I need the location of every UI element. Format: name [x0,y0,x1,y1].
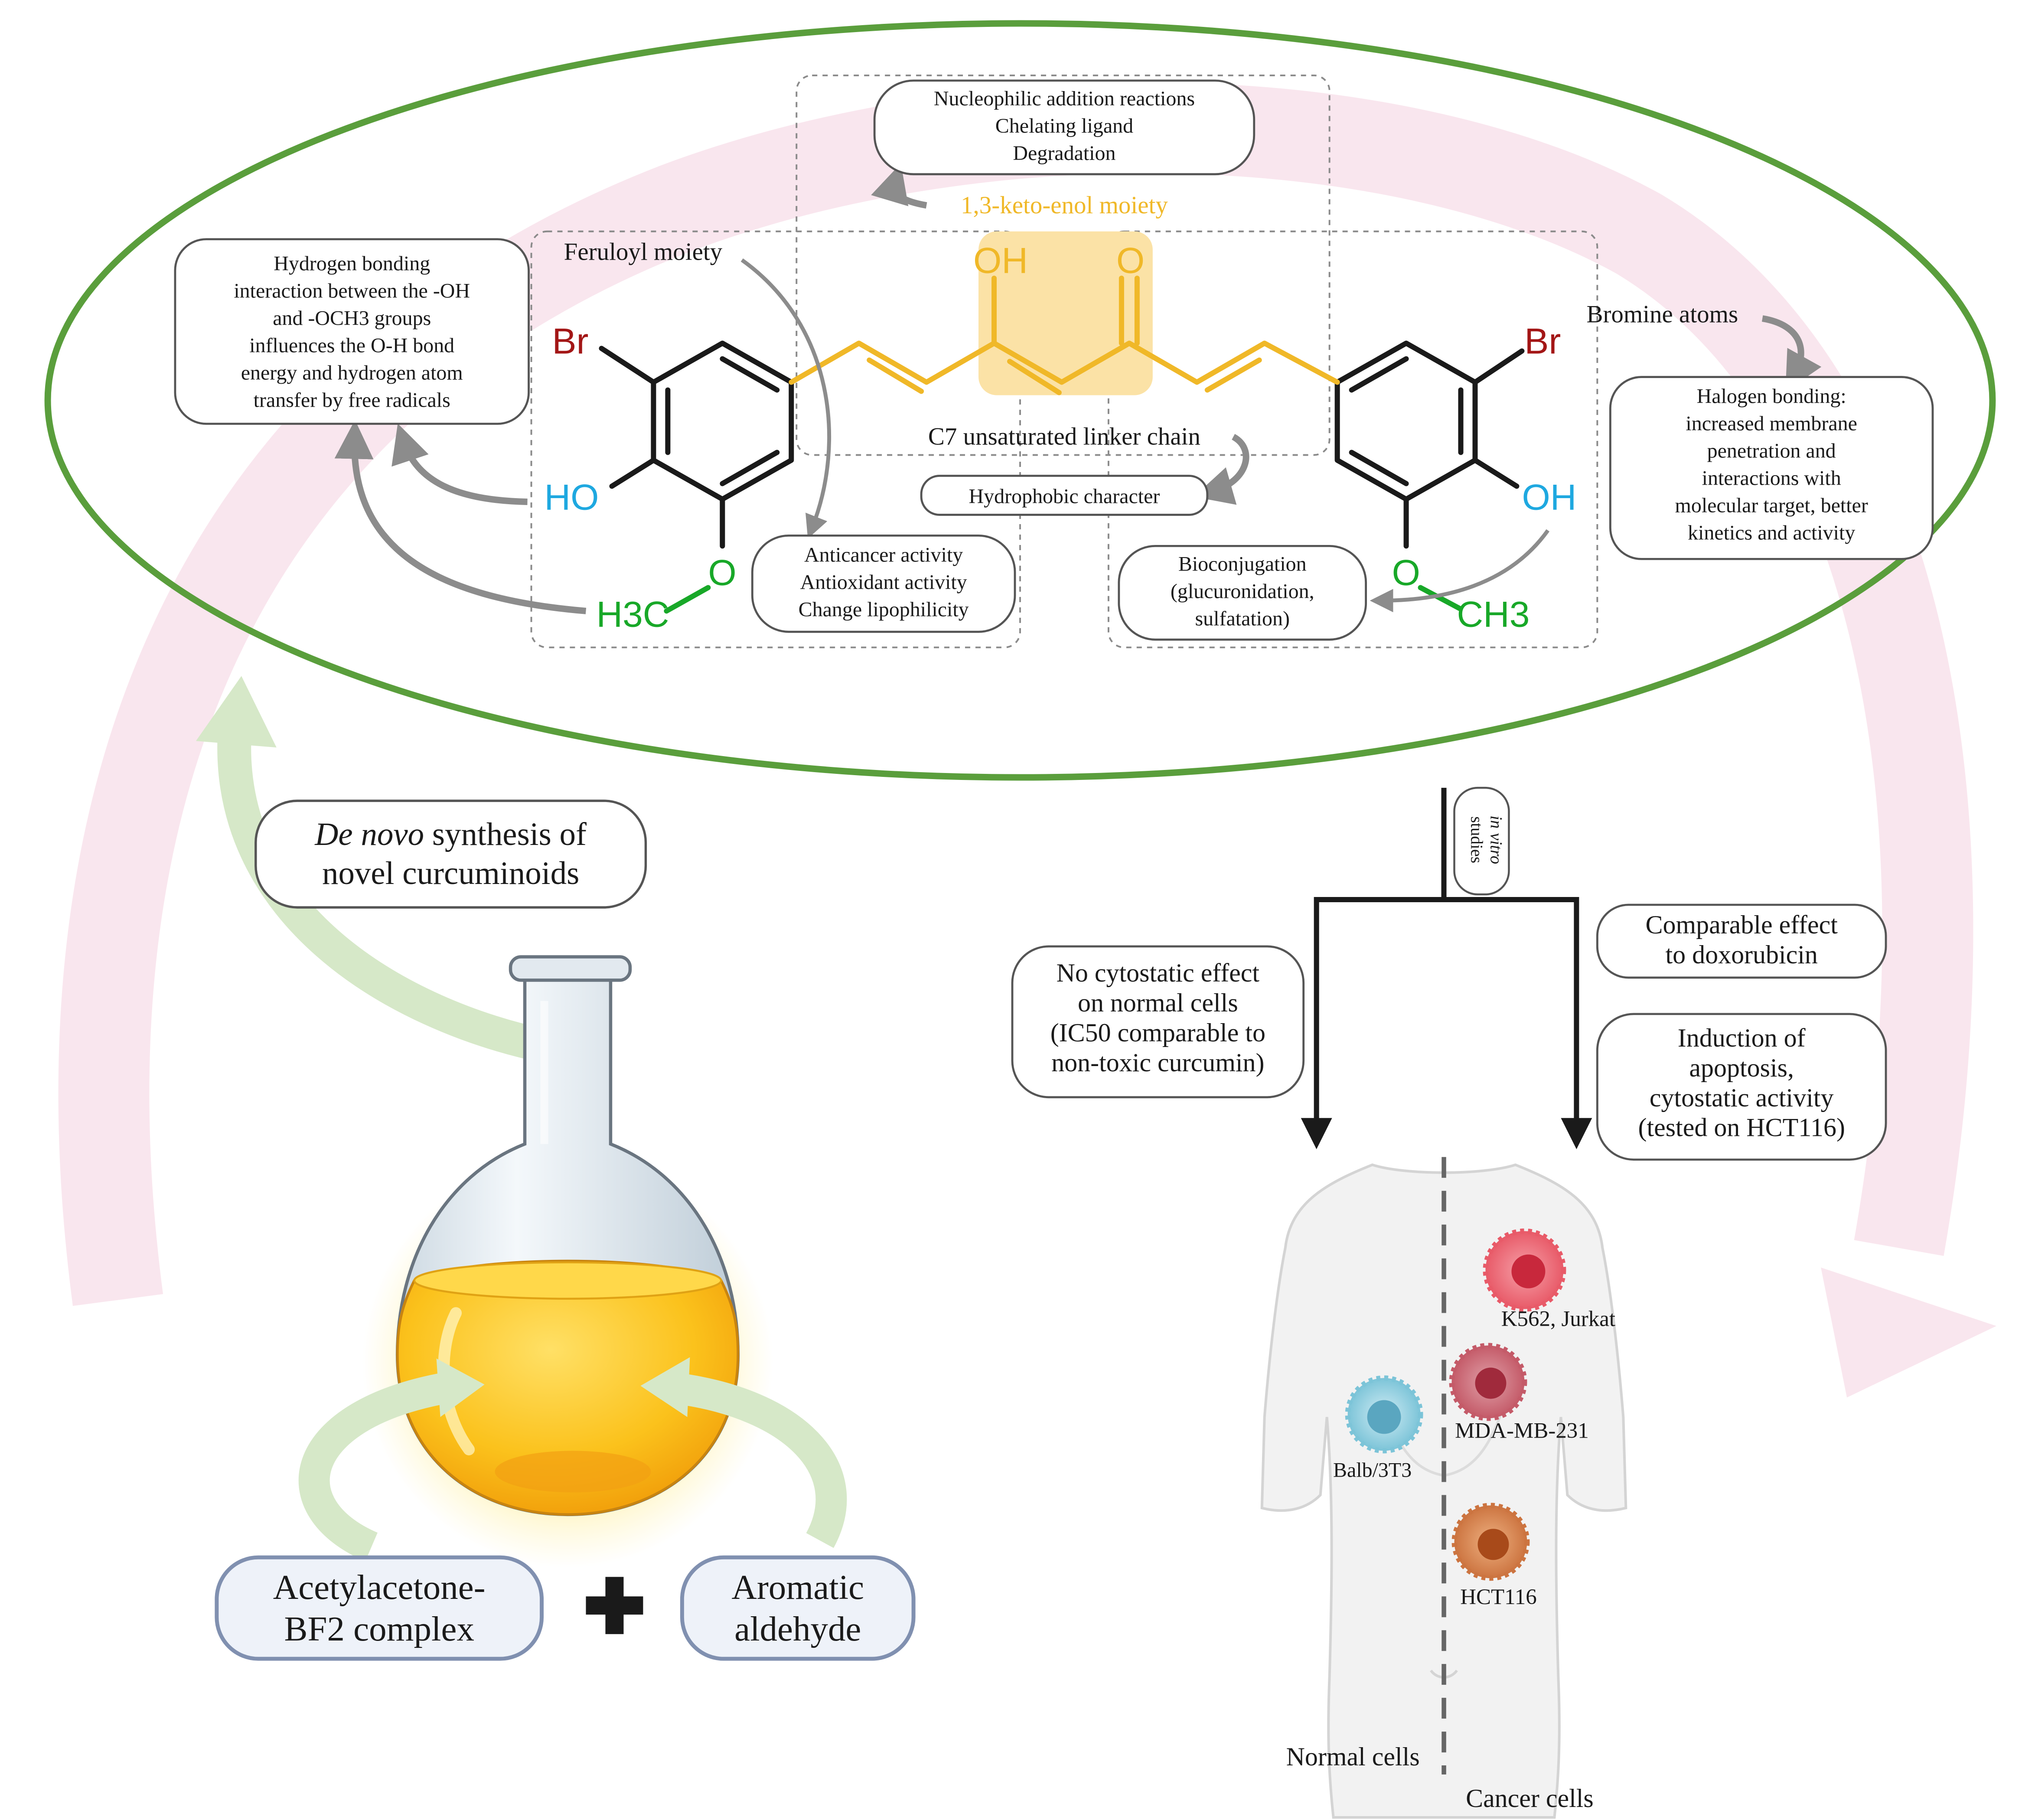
bioconjugation-line-3: sulfatation) [1195,607,1290,630]
round-bottom-flask [362,955,773,1568]
bioconjugation-line-1: Bioconjugation [1178,552,1307,575]
label-balb: Balb/3T3 [1333,1458,1412,1481]
no-cytostatic-line-4: non-toxic curcumin) [1051,1048,1264,1077]
label-k562: K562, Jurkat [1501,1307,1615,1331]
in-vitro-box: in vitro studies [1453,786,1510,896]
hbond-line-2: interaction between the -OH [234,280,470,303]
molecule-structure: Br Br OH O HO OH O O H3C CH3 [545,240,1577,635]
reagent-arrow-head-right [640,1357,690,1417]
arrow-head-normal [1301,1118,1332,1149]
hydroxyl-right: OH [1522,476,1576,517]
in-vitro-branch [1314,788,1579,1121]
label-cancer-cells: Cancer cells [1466,1784,1594,1813]
comparable-effect-box: Comparable effect to doxorubicin [1596,903,1887,979]
methyl-right: CH3 [1457,594,1530,634]
hydrogen-bonding-box: Hydrogen bonding interaction between the… [174,238,530,425]
molecule-ellipse [44,20,1996,781]
cell-balb [1345,1375,1423,1454]
no-cytostatic-line-1: No cytostatic effect [1057,959,1260,987]
enol-oh: OH [973,240,1028,281]
right-feruloyl-region [1107,230,1598,649]
anticancer-line-3: Change lipophilicity [799,598,969,621]
reagent-arrows [298,1373,847,1562]
comparable-line-1: Comparable effect [1645,910,1838,939]
reagent-aldehyde-box: Aromatic aldehyde [680,1555,916,1661]
reagent2-line-2: aldehyde [734,1609,861,1648]
reagent1-line-1: Acetylacetone- [273,1568,486,1607]
hbond-line-4: influences the O-H bond [249,334,454,357]
nucleophilic-box: Nucleophilic addition reactions Chelatin… [873,79,1256,176]
plus-icon [586,1577,643,1634]
label-mda: MDA-MB-231 [1455,1419,1589,1443]
bromine-right: Br [1524,321,1561,362]
bromine-left: Br [552,321,589,362]
keto-enol-region [796,74,1331,456]
studies-text: studies [1468,816,1486,863]
halogen-line-5: molecular target, better [1675,494,1868,517]
c7-linker-label: C7 unsaturated linker chain [928,423,1200,450]
anticancer-box: Anticancer activity Antioxidant activity… [751,535,1016,633]
keto-enol-label: 1,3-keto-enol moiety [961,192,1168,219]
cell-k562 [1483,1228,1566,1312]
halogen-line-1: Halogen bonding: [1697,385,1846,408]
hydrophobic-text: Hydrophobic character [969,485,1160,508]
synthesis-title-line-2: novel curcuminoids [322,855,579,891]
reagent2-line-1: Aromatic [731,1568,864,1607]
hbond-line-1: Hydrogen bonding [274,252,430,275]
label-hct: HCT116 [1460,1585,1537,1609]
anticancer-line-2: Antioxidant activity [800,571,967,594]
synthesis-of: synthesis of [424,816,587,852]
label-normal-cells: Normal cells [1286,1742,1420,1771]
nucleophilic-line-2: Chelating ligand [995,114,1133,137]
induction-box: Induction of apoptosis, cytostatic activ… [1596,1013,1887,1161]
nucleophilic-line-1: Nucleophilic addition reactions [934,87,1195,110]
bioconjugation-line-2: (glucuronidation, [1171,580,1314,603]
hbond-line-6: transfer by free radicals [254,389,450,412]
de-novo-italic: De novo [314,816,424,852]
anticancer-line-1: Anticancer activity [804,543,963,566]
halogen-line-2: increased membrane [1686,412,1857,435]
no-cytostatic-line-3: (IC50 comparable to [1050,1018,1265,1047]
methoxy-o-right: O [1392,552,1420,593]
cell-hct [1451,1503,1530,1581]
feruloyl-label: Feruloyl moiety [564,238,723,266]
green-synthesis-arrow [196,676,551,1063]
induction-line-1: Induction of [1678,1024,1806,1052]
induction-line-4: (tested on HCT116) [1638,1113,1845,1142]
hydroxyl-left: HO [545,476,599,517]
left-feruloyl-region [530,230,1021,649]
induction-line-2: apoptosis, [1689,1054,1794,1082]
reagent1-line-2: BF2 complex [284,1609,474,1648]
annotation-arrows [334,163,1822,614]
halogen-box: Halogen bonding: increased membrane pene… [1609,376,1934,560]
halogen-line-3: penetration and [1707,439,1836,462]
comparable-line-2: to doxorubicin [1665,940,1817,969]
induction-line-3: cytostatic activity [1650,1083,1834,1112]
hbond-line-3: and -OCH3 groups [273,307,431,330]
arrow-head-cancer [1561,1118,1592,1149]
halogen-line-4: interactions with [1702,466,1841,489]
synthesis-title-line-1: De novo synthesis of [314,816,587,852]
in-vitro-text: in vitro [1487,815,1505,864]
no-cytostatic-line-2: on normal cells [1078,988,1238,1017]
bromine-atoms-label: Bromine atoms [1586,301,1738,328]
methoxy-o-left: O [708,552,736,593]
reagent-arrow-head-left [436,1358,485,1417]
nucleophilic-line-3: Degradation [1013,142,1115,165]
methyl-left: H3C [596,594,669,634]
hbond-line-5: energy and hydrogen atom [241,362,463,385]
hydrophobic-box: Hydrophobic character [920,475,1209,516]
reagent-acetylacetone-box: Acetylacetone- BF2 complex [215,1555,544,1661]
halogen-line-6: kinetics and activity [1688,521,1855,544]
keto-o: O [1116,240,1145,281]
cell-mda [1449,1343,1527,1421]
no-cytostatic-box: No cytostatic effect on normal cells (IC… [1011,945,1305,1099]
bioconjugation-box: Bioconjugation (glucuronidation, sulfata… [1118,545,1367,641]
dashed-regions [530,74,1598,649]
synthesis-title-box: De novo synthesis of novel curcuminoids [254,799,647,909]
